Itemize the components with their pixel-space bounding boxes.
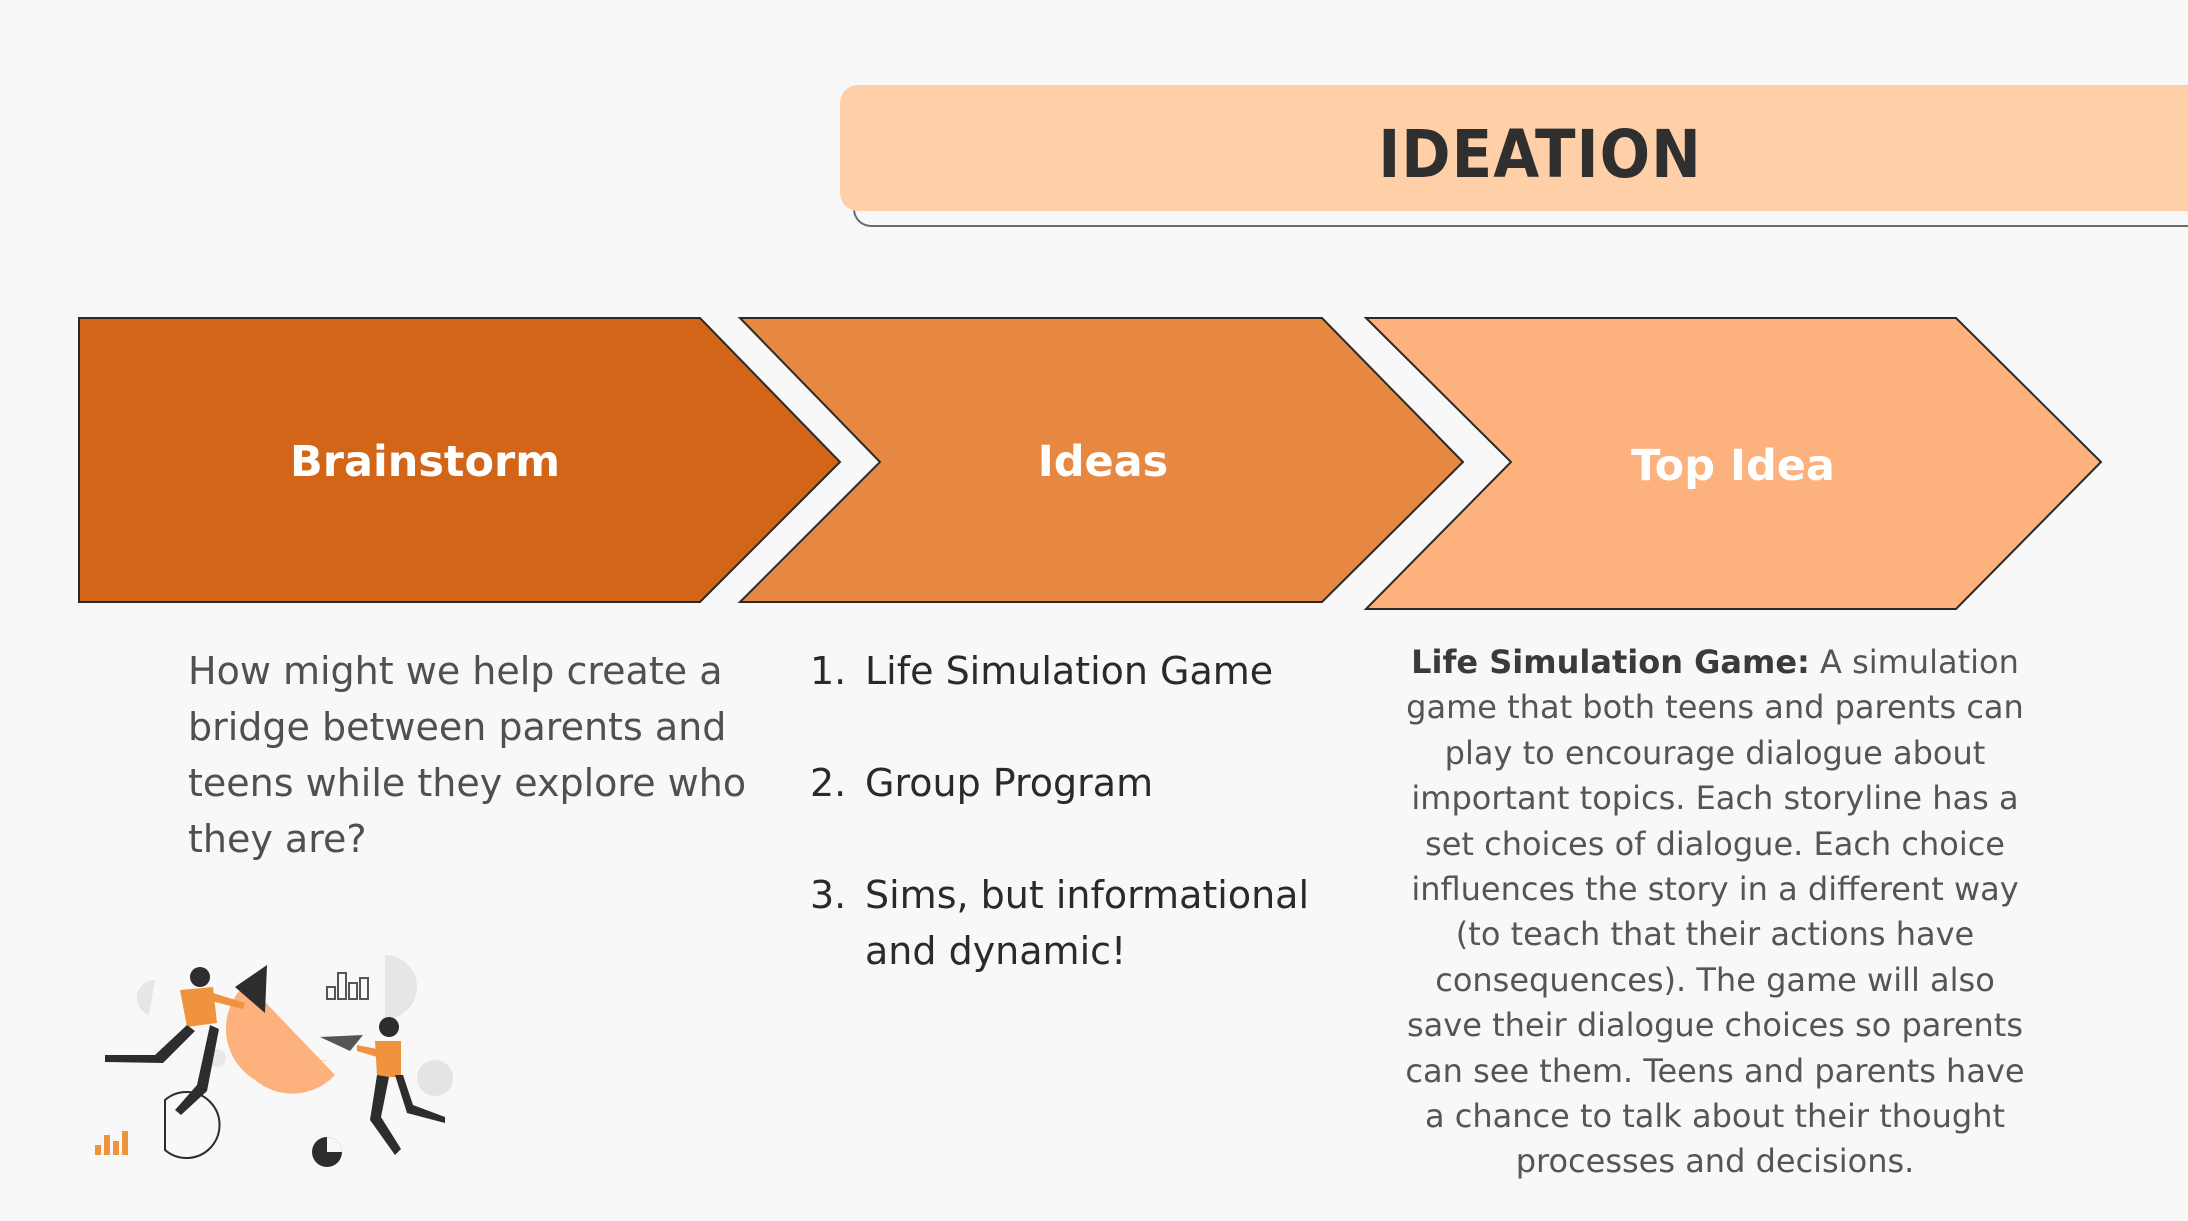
list-item-text: Life Simulation Game (865, 649, 1274, 693)
top-idea-body: A simulation game that both teens and pa… (1405, 643, 2025, 1181)
title-banner (840, 85, 2188, 211)
step-label-top-idea: Top Idea (1631, 441, 1835, 491)
list-item-number: 1. (810, 649, 847, 693)
step-label-brainstorm: Brainstorm (289, 437, 561, 487)
step-label-ideas: Ideas (1037, 437, 1169, 487)
list-item: 3. Sims, but informational (810, 867, 1370, 923)
list-item: 2. Group Program (810, 755, 1370, 811)
list-item-number: 2. (810, 761, 847, 805)
brainstorm-question: How might we help create a bridge betwee… (188, 649, 747, 861)
page-title: IDEATION (1378, 116, 1702, 193)
top-idea-description: Life Simulation Game: A simulation game … (1405, 640, 2025, 1185)
list-item-number: 3. (810, 873, 847, 917)
ideas-list: 1. Life Simulation Game 2. Group Program… (810, 643, 1370, 979)
list-item-text: Sims, but informational (865, 873, 1309, 917)
list-item-text: Group Program (865, 761, 1154, 805)
people-with-charts-illustration (95, 955, 453, 1167)
arrow-ideas (737, 317, 1465, 603)
top-idea-heading: Life Simulation Game: (1411, 643, 1810, 681)
arrow-brainstorm (78, 317, 842, 603)
list-item-continuation: and dynamic! (865, 929, 1127, 973)
list-item: 1. Life Simulation Game (810, 643, 1370, 699)
arrow-top-idea (1363, 317, 2103, 610)
